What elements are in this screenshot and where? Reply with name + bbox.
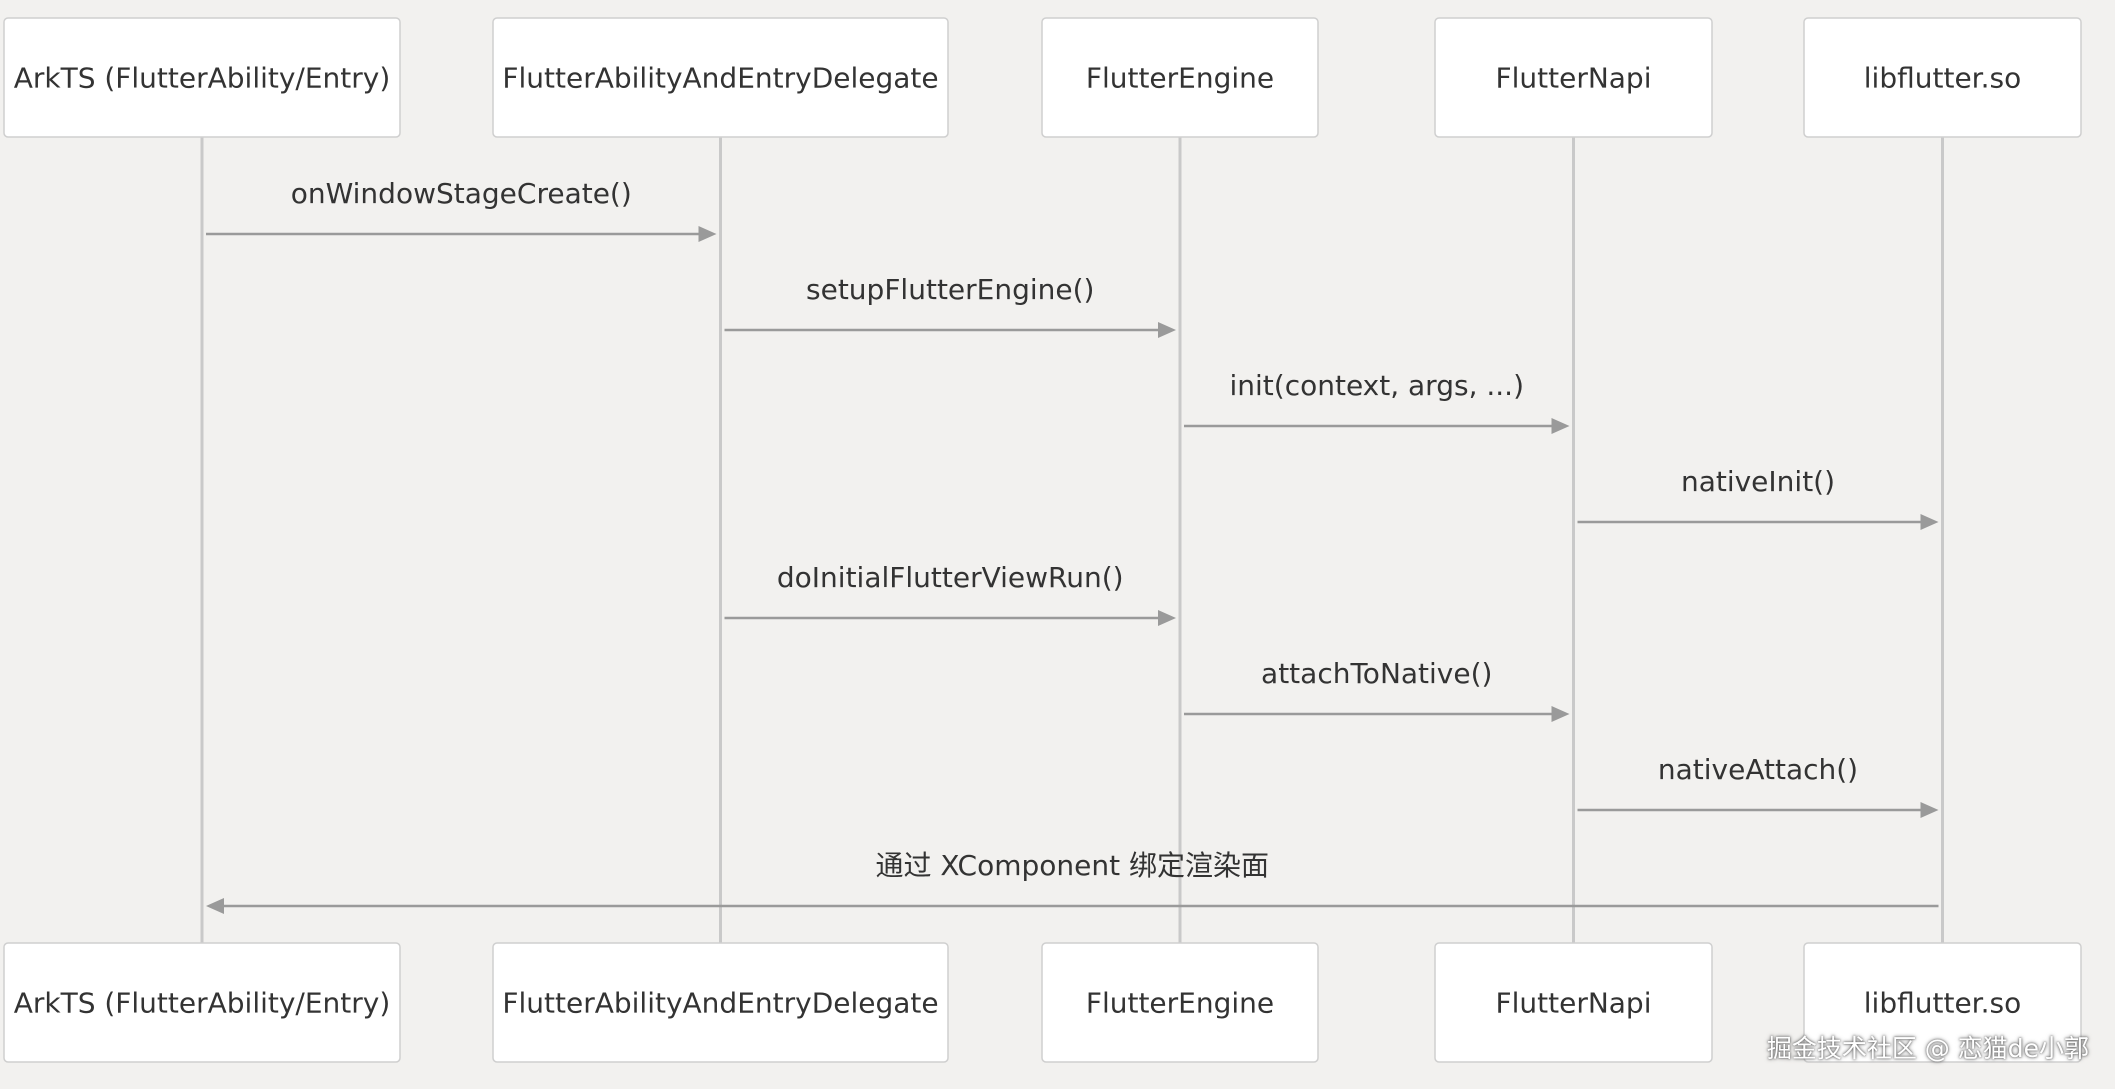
message-arrowhead-6 [1551,706,1570,722]
actor-label-top-engine: FlutterEngine [1086,62,1274,95]
message-arrowhead-5 [1158,610,1176,626]
message-arrowhead-7 [1920,802,1939,818]
actor-label-top-napi: FlutterNapi [1496,62,1652,95]
actor-box-top-delegate [492,17,949,138]
actor-box-top-arkts [3,17,401,138]
message-label-2: setupFlutterEngine() [806,273,1094,306]
message-label-8: 通过 XComponent 绑定渲染面 [875,849,1269,882]
actor-label-top-arkts: ArkTS (FlutterAbility/Entry) [14,62,391,95]
actor-box-bottom-engine [1041,942,1319,1063]
actor-label-bottom-engine: FlutterEngine [1086,987,1274,1020]
actor-box-top-napi [1434,17,1713,138]
actors-top: ArkTS (FlutterAbility/Entry) FlutterAbili… [3,17,2082,138]
actor-box-top-engine [1041,17,1319,138]
message-label-4: nativeInit() [1681,465,1835,498]
message-label-3: init(context, args, ...) [1229,369,1524,402]
message-arrowhead-8 [206,898,224,914]
actor-box-bottom-napi [1434,942,1713,1063]
message-arrowhead-3 [1551,418,1570,434]
messages: onWindowStageCreate() setupFlutterEngine(… [206,177,1939,914]
actor-label-bottom-lib: libflutter.so [1864,987,2021,1020]
message-label-5: doInitialFlutterViewRun() [777,561,1124,594]
message-label-1: onWindowStageCreate() [291,177,632,210]
message-arrowhead-2 [1158,322,1176,338]
actor-box-top-lib [1803,17,2082,138]
actor-box-bottom-arkts [3,942,401,1063]
lifelines [200,137,1944,943]
message-arrowhead-4 [1920,514,1939,530]
actor-label-bottom-arkts: ArkTS (FlutterAbility/Entry) [14,987,391,1020]
actor-label-top-delegate: FlutterAbilityAndEntryDelegate [502,62,938,95]
message-label-6: attachToNative() [1261,657,1492,690]
message-arrowhead-1 [698,226,717,242]
message-label-7: nativeAttach() [1658,753,1858,786]
watermark: 掘金技术社区 @ 恋猫de小郭 [1766,1034,2089,1063]
actor-box-bottom-delegate [492,942,949,1063]
actor-label-top-lib: libflutter.so [1864,62,2021,95]
actor-box-bottom-lib [1803,942,2082,1063]
actors-bottom: ArkTS (FlutterAbility/Entry) FlutterAbili… [3,942,2082,1063]
actor-label-bottom-napi: FlutterNapi [1496,987,1652,1020]
actor-label-bottom-delegate: FlutterAbilityAndEntryDelegate [502,987,938,1020]
